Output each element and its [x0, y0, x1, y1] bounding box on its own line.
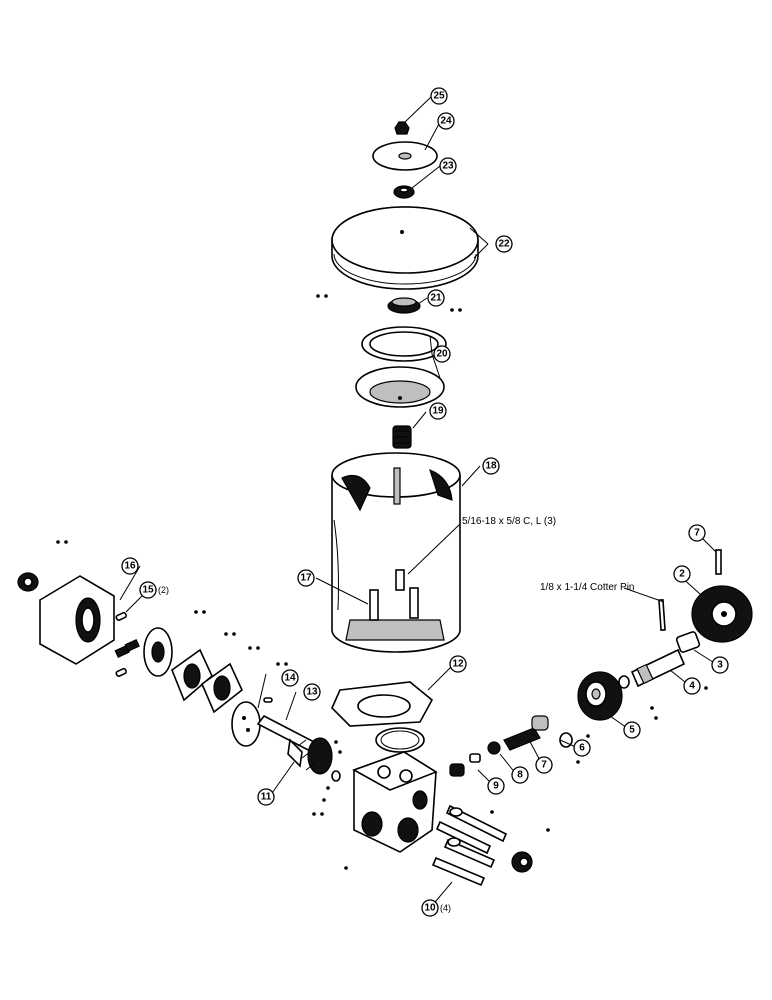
svg-text:24: 24	[440, 116, 452, 127]
plate-c	[201, 662, 243, 714]
svg-text:19: 19	[432, 406, 444, 417]
oring-4	[618, 675, 630, 689]
base-gasket	[331, 681, 434, 727]
callout-24: 24	[437, 112, 455, 130]
o-ring	[375, 727, 425, 753]
callout-13: 13	[303, 683, 321, 701]
callout-7: 7	[535, 756, 553, 774]
cover-lid	[331, 206, 479, 290]
callout-22: 22	[495, 235, 513, 253]
callout-21: 21	[427, 289, 445, 307]
svg-text:18: 18	[485, 461, 497, 472]
callout-10: 10 (4)	[421, 899, 451, 917]
shaft-4	[630, 648, 686, 688]
svg-text:10: 10	[424, 903, 436, 914]
spring-7	[503, 727, 541, 751]
svg-text:14: 14	[284, 673, 296, 684]
cap-nut	[511, 851, 533, 873]
cotter-pin-note: 1/8 x 1-1/4 Cotter Pin	[540, 582, 635, 593]
svg-text:21: 21	[430, 293, 442, 304]
pump-body	[352, 751, 438, 853]
callout-23: 23	[439, 157, 457, 175]
callout-12: 12	[449, 655, 467, 673]
bolt-spec-note: 5/16-18 x 5/8 C, L (3)	[462, 516, 556, 527]
callout-17: 17	[297, 569, 315, 587]
callout-2: 2	[673, 565, 691, 583]
svg-text:6: 6	[579, 743, 585, 754]
svg-text:22: 22	[498, 239, 510, 250]
callout-20: 20	[433, 345, 451, 363]
svg-text:(4): (4)	[440, 903, 451, 913]
fitting-9	[449, 753, 481, 777]
plug-6	[531, 715, 573, 748]
callout-19: 19	[429, 402, 447, 420]
svg-text:7: 7	[541, 760, 547, 771]
valve-housing-5	[577, 671, 623, 721]
callout-9: 9	[487, 777, 505, 795]
leader-lines	[119, 95, 717, 909]
callout-6: 6	[573, 739, 591, 757]
svg-text:5: 5	[629, 725, 635, 736]
sleeve-3	[675, 631, 701, 653]
diaphragm	[355, 366, 445, 408]
callout-14: 14	[281, 669, 299, 687]
pins-15	[115, 611, 127, 677]
reservoir-can	[331, 452, 461, 653]
svg-text:13: 13	[306, 687, 318, 698]
cap-bushing	[393, 185, 415, 199]
callout-4: 4	[683, 677, 701, 695]
seal-left	[17, 572, 39, 592]
svg-text:2: 2	[679, 569, 685, 580]
svg-text:15: 15	[142, 585, 154, 596]
springs-left	[114, 638, 140, 658]
callout-18: 18	[482, 457, 500, 475]
callout-1: 7	[688, 524, 706, 542]
bolts-10	[431, 804, 508, 887]
plate-d	[231, 701, 261, 747]
spring-19	[392, 425, 412, 449]
knob-2	[691, 585, 753, 643]
callout-5: 5	[623, 721, 641, 739]
gear-shaft-13	[256, 714, 333, 775]
nut-21	[387, 297, 421, 314]
svg-text:20: 20	[436, 349, 448, 360]
cotter-pin	[658, 599, 666, 631]
svg-text:4: 4	[689, 681, 695, 692]
callout-15: 15 (2)	[139, 581, 169, 599]
plate-a	[143, 627, 173, 677]
callout-11: 11	[257, 788, 275, 806]
washer-8	[487, 741, 501, 755]
svg-text:(2): (2)	[158, 585, 169, 595]
wing-nut	[394, 121, 410, 135]
svg-text:23: 23	[442, 161, 454, 172]
pump-housing-16	[39, 575, 115, 665]
svg-text:9: 9	[493, 781, 499, 792]
cap-plate	[372, 141, 438, 171]
washer-small	[331, 770, 341, 782]
svg-text:12: 12	[452, 659, 464, 670]
pin-1	[715, 549, 722, 575]
svg-text:3: 3	[717, 660, 723, 671]
callout-25: 25	[430, 87, 448, 105]
gear-11	[287, 738, 303, 768]
callout-3: 3	[711, 656, 729, 674]
svg-text:11: 11	[261, 792, 272, 803]
key-14	[263, 697, 273, 703]
gasket-ring	[361, 326, 447, 362]
svg-text:16: 16	[124, 561, 136, 572]
svg-text:8: 8	[517, 770, 523, 781]
callout-8: 8	[511, 766, 529, 784]
dot-markers	[56, 294, 708, 870]
svg-text:25: 25	[433, 91, 445, 102]
callout-16: 16	[121, 557, 139, 575]
svg-text:7: 7	[694, 528, 700, 539]
svg-text:17: 17	[300, 573, 312, 584]
